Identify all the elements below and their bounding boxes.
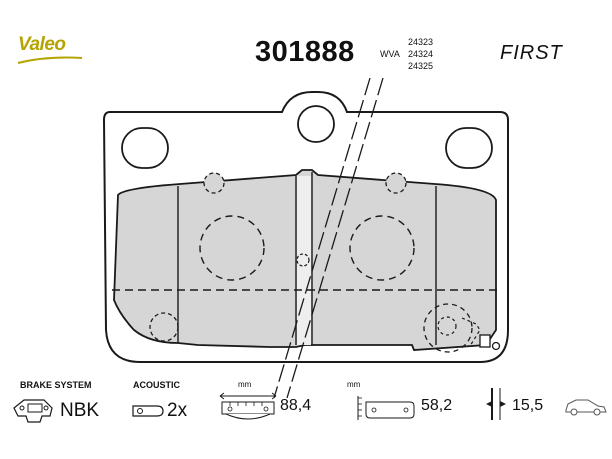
brake-system-label: BRAKE SYSTEM [20, 380, 92, 390]
thickness-value: 15,5 [512, 397, 544, 414]
brake-system-value: NBK [60, 400, 100, 421]
center-axis-line [273, 77, 371, 399]
width-unit-label: mm [238, 380, 252, 389]
height-value: 58,2 [421, 397, 453, 414]
left-piston-circle [199, 215, 265, 281]
right-piston-circle [349, 215, 415, 281]
part-number: 301888 [255, 36, 355, 68]
car-icon [565, 399, 607, 416]
pad-height-icon [357, 396, 415, 420]
logo-swoosh-icon [17, 56, 83, 64]
wear-sensor-clip [479, 334, 501, 351]
first-line-logo: FIRST [500, 42, 563, 64]
wva-number-2: 24324 [408, 49, 434, 59]
pad-thickness-icon [486, 388, 506, 420]
wva-number-1: 24323 [408, 37, 434, 47]
wva-number-3: 24325 [408, 61, 434, 71]
wva-label: WVA [380, 49, 400, 59]
acoustic-label: ACOUSTIC [133, 380, 180, 390]
valeo-logo: Valeo [18, 34, 66, 55]
center-tab-hole [297, 105, 335, 143]
acoustic-clip-icon [132, 405, 164, 417]
acoustic-value: 2x [167, 400, 188, 421]
height-unit-label: mm [347, 380, 361, 389]
left-mount-slot [121, 127, 169, 169]
pad-width-icon [219, 392, 277, 420]
right-mount-slot [445, 127, 493, 169]
width-value: 88,4 [280, 397, 312, 414]
brake-caliper-icon [13, 399, 53, 423]
